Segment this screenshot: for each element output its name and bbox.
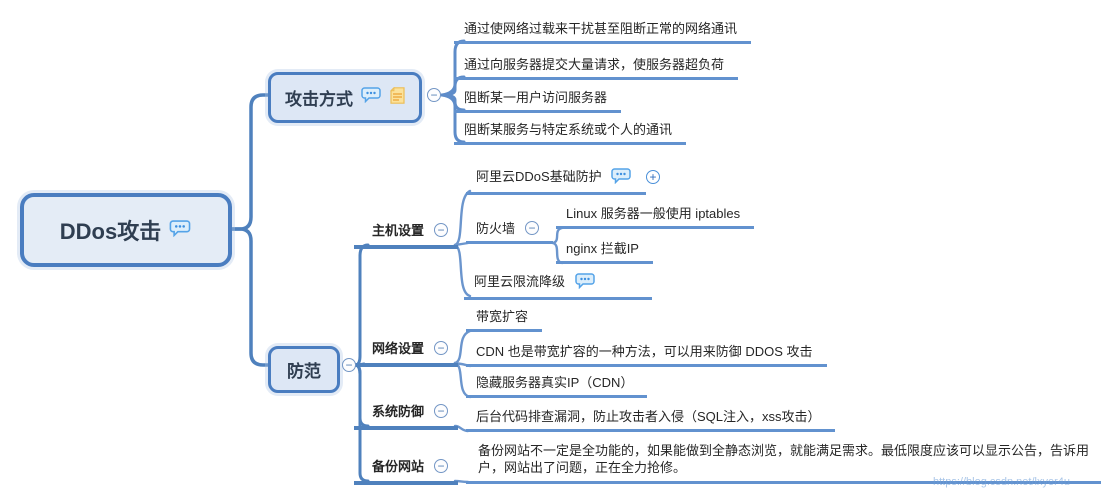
collapse-button-firewall[interactable]: − <box>525 221 540 235</box>
collapse-button-network[interactable]: − <box>434 341 449 355</box>
topic-mass-requests[interactable]: 通过向服务器提交大量请求，使服务器超负荷 <box>454 56 739 80</box>
topic-firewall-label: 防火墙 <box>476 221 516 236</box>
topic-backup-site[interactable]: 备份网站− <box>354 458 459 485</box>
topic-network-settings-label: 网络设置 <box>372 341 425 356</box>
comment-icon[interactable] <box>361 87 382 108</box>
topic-aliyun-rate-limit-label: 阿里云限流降级 <box>474 274 566 289</box>
topic-system-defense-label: 系统防御 <box>372 404 425 419</box>
comment-icon[interactable] <box>574 273 596 292</box>
topic-cdn-method[interactable]: CDN 也是带宽扩容的一种方法，可以用来防御 DDOS 攻击 <box>466 343 827 367</box>
topic-overload-network[interactable]: 通过使网络过载来干扰甚至阻断正常的网络通讯 <box>454 20 752 44</box>
topic-bandwidth-expand[interactable]: 带宽扩容 <box>466 308 543 332</box>
topic-aliyun-basic-protection[interactable]: 阿里云DDoS基础防护 <box>466 168 647 195</box>
topic-hide-real-ip[interactable]: 隐藏服务器真实IP（CDN） <box>466 374 648 398</box>
collapse-button-host[interactable]: − <box>434 223 449 237</box>
root-label: DDos攻击 <box>59 219 162 244</box>
topic-backup-site-desc[interactable]: 备份网站不一定是全功能的，如果能做到全静态浏览，就能满足需求。最低限度应该可以显… <box>466 442 1101 484</box>
root-node[interactable]: DDos攻击 <box>20 193 232 267</box>
topic-code-audit[interactable]: 后台代码排查漏洞，防止攻击者入侵（SQL注入，xss攻击） <box>466 408 835 432</box>
csdn-watermark: https://blog.csdn.net/lxyer4u <box>933 476 1070 488</box>
comment-icon[interactable] <box>611 168 632 187</box>
topic-system-defense[interactable]: 系统防御− <box>354 403 459 430</box>
topic-firewall[interactable]: 防火墙− <box>466 220 554 244</box>
topic-nginx-block-ip[interactable]: nginx 拦截IP <box>556 240 653 264</box>
topic-host-settings[interactable]: 主机设置− <box>354 222 459 249</box>
topic-linux-iptables[interactable]: Linux 服务器一般使用 iptables <box>556 205 755 229</box>
branch-attack-node[interactable]: 攻击方式 <box>268 72 422 123</box>
branch-defense-node[interactable]: 防范 <box>268 346 340 393</box>
collapse-button-backup[interactable]: − <box>434 459 449 473</box>
branch-attack-label: 攻击方式 <box>285 90 353 109</box>
collapse-button-attack[interactable]: − <box>427 88 441 102</box>
expand-button-aliyun-basic[interactable]: + <box>646 170 660 184</box>
topic-block-service-comm[interactable]: 阻断某服务与特定系统或个人的通讯 <box>454 121 687 145</box>
comment-icon[interactable] <box>169 217 192 243</box>
collapse-button-system[interactable]: − <box>434 404 449 418</box>
topic-aliyun-basic-label: 阿里云DDoS基础防护 <box>476 169 602 184</box>
topic-backup-site-label: 备份网站 <box>372 459 425 474</box>
topic-aliyun-rate-limit[interactable]: 阿里云限流降级 <box>464 273 652 300</box>
trunk-connectors <box>229 93 270 367</box>
topic-network-settings[interactable]: 网络设置− <box>354 340 459 367</box>
topic-host-settings-label: 主机设置 <box>372 223 425 238</box>
topic-block-user-access[interactable]: 阻断某一用户访问服务器 <box>454 89 622 113</box>
note-icon[interactable] <box>390 86 405 109</box>
branch-defense-label: 防范 <box>287 362 321 381</box>
collapse-button-defense[interactable]: − <box>342 358 356 372</box>
